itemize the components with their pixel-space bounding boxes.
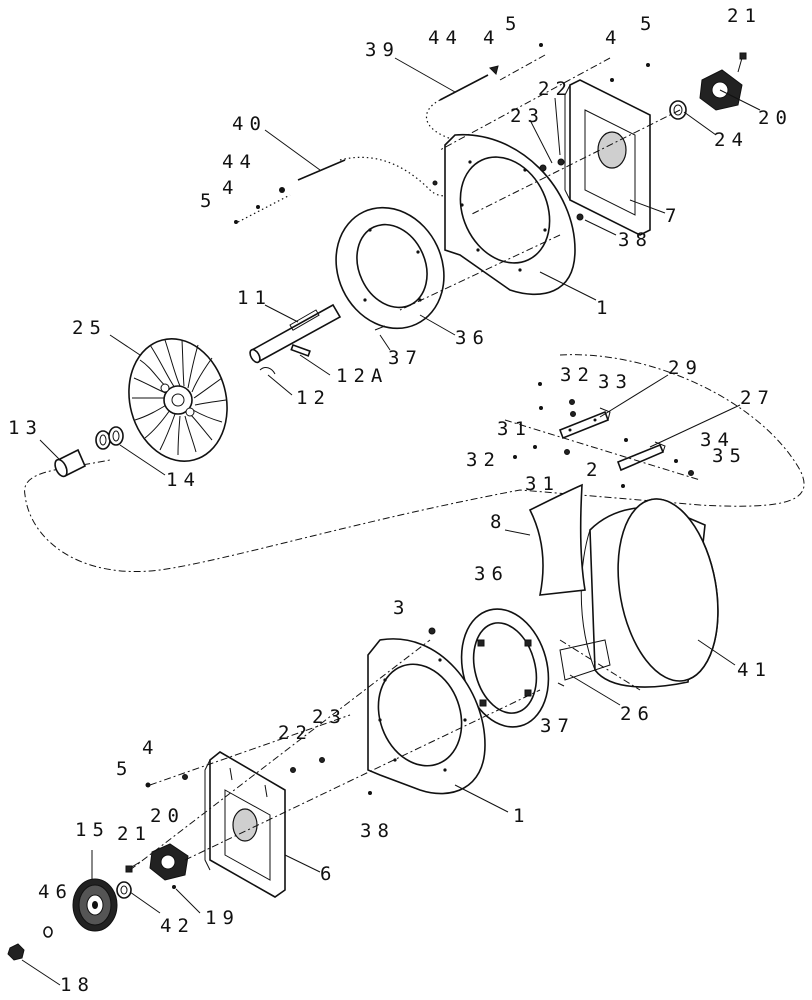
callout-19: 19 xyxy=(205,907,240,929)
ring-36-bottom xyxy=(460,608,550,728)
callout-3: 3 xyxy=(393,597,410,619)
fan-shaft xyxy=(249,303,342,364)
fan-shroud xyxy=(559,498,719,688)
flange-bearing-bottom xyxy=(149,843,189,881)
callout-35: 35 xyxy=(712,445,747,467)
callout-20-bottom: 20 xyxy=(150,805,185,827)
callout-32-b: 32 xyxy=(466,449,501,471)
bracket-29 xyxy=(558,407,611,440)
callout-2: 2 xyxy=(586,459,603,481)
centerlines xyxy=(129,54,701,871)
bushing-13 xyxy=(54,448,87,478)
callout-29: 29 xyxy=(668,357,703,379)
callout-5-top-a: 5 xyxy=(505,13,522,35)
callout-4-bottom: 4 xyxy=(142,737,159,759)
callout-44-top: 44 xyxy=(428,27,463,49)
seal-42 xyxy=(116,881,132,899)
bolt-21-top xyxy=(737,52,747,73)
callout-22-bottom: 22 xyxy=(278,722,313,744)
callout-21-top: 21 xyxy=(727,5,762,27)
callout-31-a: 31 xyxy=(497,418,532,440)
callout-6: 6 xyxy=(320,863,337,885)
bracket-7 xyxy=(564,79,651,236)
callout-33: 33 xyxy=(598,371,633,393)
callout-41: 41 xyxy=(737,659,772,681)
key-12 xyxy=(259,366,276,375)
callout-23-top: 23 xyxy=(510,105,545,127)
side-plate-bottom xyxy=(367,638,486,795)
callout-24: 24 xyxy=(714,129,749,151)
callout-36-bottom: 36 xyxy=(474,563,509,585)
top-pin-outline xyxy=(339,156,461,197)
callout-15: 15 xyxy=(75,819,110,841)
callout-38-top: 38 xyxy=(618,229,653,251)
washer-46 xyxy=(43,926,53,938)
pulley-15 xyxy=(72,878,118,932)
callout-13: 13 xyxy=(8,417,43,439)
bracket-6 xyxy=(204,751,286,898)
rod-39 xyxy=(439,74,489,101)
ring-36-top xyxy=(335,206,445,330)
callout-labels: 21 20 24 5 4 5 4 44 39 22 23 7 38 1 40 4… xyxy=(8,5,793,996)
callout-14: 14 xyxy=(166,469,201,491)
callout-42: 42 xyxy=(160,915,195,937)
callout-37-bottom: 37 xyxy=(540,715,575,737)
callout-36-top: 36 xyxy=(455,327,490,349)
fan-impeller xyxy=(128,338,228,462)
callout-12a: 12A xyxy=(336,365,388,387)
callout-22-top: 22 xyxy=(538,78,573,100)
callout-40: 40 xyxy=(232,113,267,135)
callout-39: 39 xyxy=(365,39,400,61)
nut-18 xyxy=(7,943,25,961)
callout-4-top-a: 4 xyxy=(483,27,500,49)
deflector-8 xyxy=(528,483,586,596)
callout-5-bottom: 5 xyxy=(116,758,133,780)
callout-18: 18 xyxy=(60,974,95,996)
side-plate-top xyxy=(444,134,576,296)
callout-20-top: 20 xyxy=(758,107,793,129)
callout-21-bottom: 21 xyxy=(117,823,152,845)
small-hardware xyxy=(145,43,694,889)
top-rod-outline xyxy=(425,99,456,141)
callout-38-bottom: 38 xyxy=(360,820,395,842)
rod-40 xyxy=(297,159,346,181)
callout-5-left: 5 xyxy=(200,190,217,212)
bracket-27 xyxy=(616,441,666,472)
callout-37-top: 37 xyxy=(388,347,423,369)
callout-23-bottom: 23 xyxy=(312,706,347,728)
leader-lines xyxy=(21,57,761,986)
callout-44-left: 44 xyxy=(222,151,257,173)
callout-25: 25 xyxy=(72,317,107,339)
washers-14 xyxy=(95,426,124,450)
callout-27: 27 xyxy=(740,387,775,409)
callout-32-a: 32 xyxy=(560,364,595,386)
bearing-seal-top xyxy=(669,100,687,120)
callout-1-top: 1 xyxy=(596,297,613,319)
callout-34: 34 xyxy=(700,429,735,451)
callout-4-top-b: 4 xyxy=(605,27,622,49)
callout-46: 46 xyxy=(38,881,73,903)
key-12a xyxy=(290,343,311,357)
callout-4-left: 4 xyxy=(222,177,239,199)
callout-7: 7 xyxy=(665,205,682,227)
callout-1-bottom: 1 xyxy=(513,805,530,827)
fan-group-outline xyxy=(24,354,805,572)
callout-5-top-b: 5 xyxy=(640,13,657,35)
callout-26: 26 xyxy=(620,703,655,725)
callout-12: 12 xyxy=(296,387,331,409)
callout-31-b: 31 xyxy=(525,473,560,495)
callout-11: 11 xyxy=(237,287,272,309)
callout-8: 8 xyxy=(490,511,507,533)
